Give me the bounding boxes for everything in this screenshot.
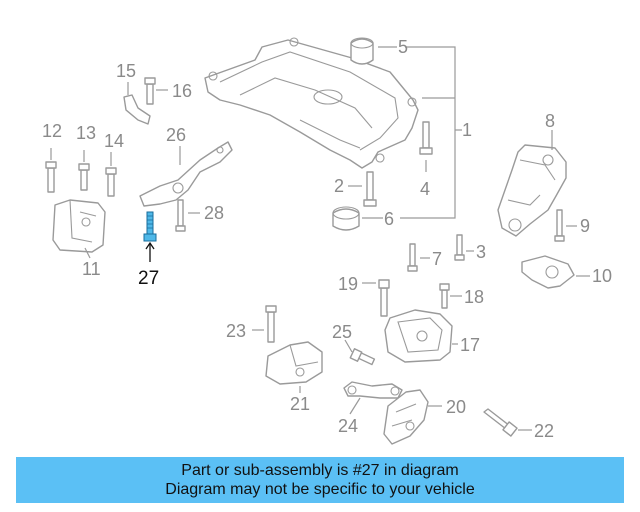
bolt-part-12[interactable] bbox=[45, 161, 57, 193]
bolt-part-4[interactable] bbox=[419, 121, 433, 155]
bolt-part-23[interactable] bbox=[265, 305, 277, 343]
callout-1: 1 bbox=[462, 120, 472, 140]
callout-4: 4 bbox=[420, 179, 430, 199]
callout-11: 11 bbox=[82, 259, 101, 279]
callout-24: 24 bbox=[338, 416, 358, 436]
subframe-part-1[interactable] bbox=[204, 37, 419, 169]
bolt-part-19[interactable] bbox=[378, 279, 390, 317]
bolt-part-18[interactable] bbox=[439, 283, 450, 309]
callout-20: 20 bbox=[446, 397, 466, 417]
callout-26: 26 bbox=[166, 125, 186, 145]
callout-17: 17 bbox=[460, 335, 480, 355]
bracket-part-10[interactable] bbox=[521, 255, 575, 289]
engine-mount-part-11[interactable] bbox=[52, 199, 106, 253]
callout-14: 14 bbox=[104, 131, 124, 151]
bracket-part-26[interactable] bbox=[139, 141, 233, 207]
bolt-part-2[interactable] bbox=[363, 171, 377, 207]
callout-7: 7 bbox=[432, 249, 442, 269]
callout-25: 25 bbox=[332, 322, 352, 342]
bolt-part-7[interactable] bbox=[407, 243, 418, 272]
callout-2: 2 bbox=[334, 176, 344, 196]
bolt-part-22[interactable] bbox=[483, 408, 518, 437]
bolt-part-28[interactable] bbox=[175, 199, 186, 232]
callout-15: 15 bbox=[116, 61, 136, 81]
bolt-part-13[interactable] bbox=[78, 163, 90, 191]
callout-8: 8 bbox=[545, 111, 555, 131]
bolt-part-25[interactable] bbox=[349, 348, 376, 366]
bolt-part-3[interactable] bbox=[454, 234, 465, 261]
callout-22: 22 bbox=[534, 421, 554, 441]
bolt-part-9[interactable] bbox=[554, 209, 565, 242]
caption-line-1: Part or sub-assembly is #27 in diagram bbox=[181, 462, 459, 479]
callout-21: 21 bbox=[290, 394, 310, 414]
bushing-part-5[interactable] bbox=[350, 37, 374, 65]
bolt-part-16[interactable] bbox=[144, 77, 156, 105]
bracket-part-15[interactable] bbox=[123, 94, 151, 125]
callout-9: 9 bbox=[580, 216, 590, 236]
callout-18: 18 bbox=[464, 287, 484, 307]
bolt-part-27-highlighted[interactable] bbox=[143, 211, 157, 242]
link-arm-part-24[interactable] bbox=[343, 381, 403, 399]
callout-19: 19 bbox=[338, 274, 358, 294]
part-info-banner: Part or sub-assembly is #27 in diagram D… bbox=[16, 457, 624, 503]
transmission-mount-part-17[interactable] bbox=[384, 309, 453, 363]
callout-5: 5 bbox=[398, 37, 408, 57]
bolt-part-14[interactable] bbox=[105, 167, 117, 197]
callout-16: 16 bbox=[172, 81, 192, 101]
callout-6: 6 bbox=[384, 209, 394, 229]
callout-3: 3 bbox=[476, 242, 486, 262]
caption-line-2: Diagram may not be specific to your vehi… bbox=[165, 481, 475, 498]
callout-12: 12 bbox=[42, 121, 62, 141]
bracket-part-8[interactable] bbox=[497, 144, 567, 237]
parts-diagram: 1 5 6 2 4 3 7 8 bbox=[42, 37, 612, 445]
callout-13: 13 bbox=[76, 123, 96, 143]
bushing-part-6[interactable] bbox=[332, 206, 360, 231]
callout-28: 28 bbox=[204, 203, 224, 223]
callout-23: 23 bbox=[226, 321, 246, 341]
callout-10: 10 bbox=[592, 266, 612, 286]
mount-bracket-part-21[interactable] bbox=[265, 341, 323, 385]
callout-27: 27 bbox=[138, 268, 159, 289]
mount-bracket-part-20[interactable] bbox=[383, 389, 429, 445]
